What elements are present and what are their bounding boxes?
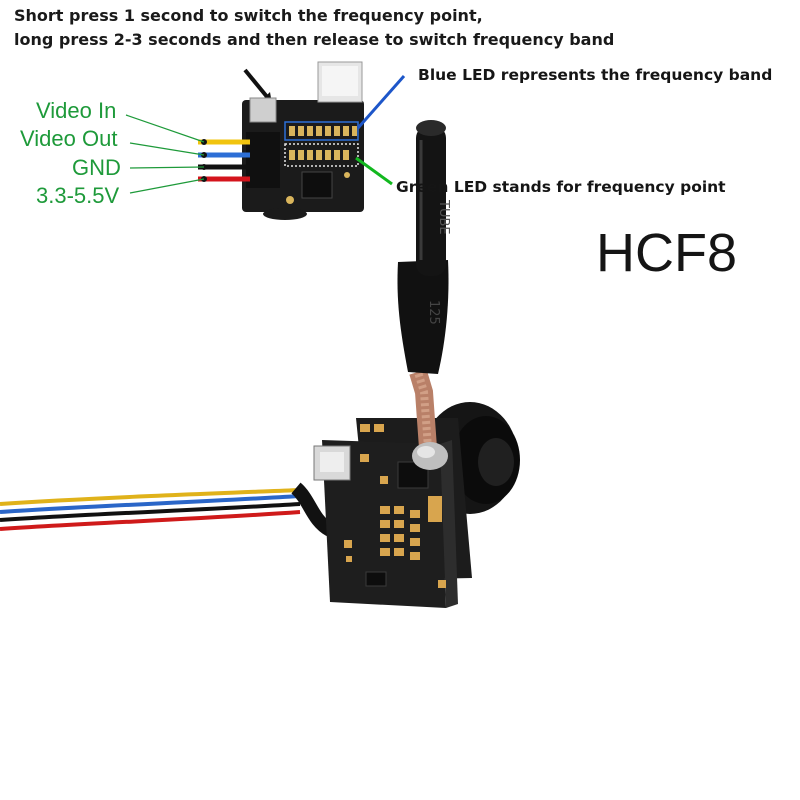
instruction-line-1: Short press 1 second to switch the frequ… [14,6,483,25]
antenna-tube [416,126,446,276]
svg-text:TUBE: TUBE [436,199,451,235]
inset-wire-connector [246,132,280,188]
main-wire-blue [0,494,301,514]
blue-led-annotation: Blue LED represents the frequency band [418,66,773,84]
antenna-sleeve [397,260,449,374]
pin-label-gnd: GND [72,155,121,180]
inset-button [249,97,277,123]
blue-led-row [284,121,359,141]
main-wire-red [0,510,301,531]
inset-chip [301,171,333,199]
green-led-row [284,143,359,167]
svg-text:125: 125 [426,300,441,325]
camera-vtx-module: TUBE 125 [0,120,520,608]
main-wire-black [0,502,301,522]
inset-board-diagram [125,61,406,220]
gold-pads [344,424,446,588]
pin-label-video-out: Video Out [20,126,118,151]
pin-label-video-in: Video In [36,98,117,123]
instruction-line-2: long press 2-3 seconds and then release … [14,30,615,49]
blue-led-arrow [356,75,406,129]
model-name: HCF8 [596,223,738,283]
pin-label-vcc: 3.3-5.5V [36,183,120,208]
button-pointer-arrow [243,68,270,100]
green-led-arrow [355,156,393,186]
main-wire-yellow [0,488,301,506]
green-led-annotation: Green LED stands for frequency point [396,178,726,196]
